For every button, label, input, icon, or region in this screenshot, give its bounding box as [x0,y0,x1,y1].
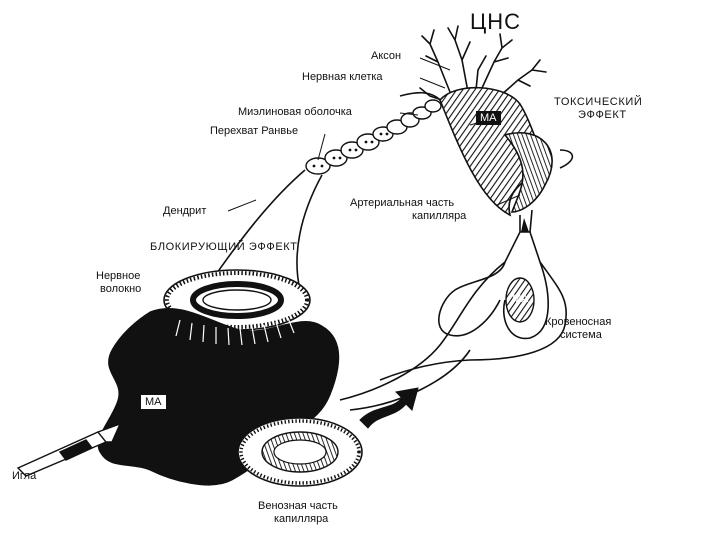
label-dendrite: Дендрит [163,205,207,217]
label-axon: Аксон [371,50,402,62]
needle [16,422,122,477]
label-needle: Игла [12,470,37,482]
capillary-depot [505,277,535,323]
label-venous-line1: Венозная часть [258,500,338,512]
ma-tag-neuron: МА [476,111,501,125]
label-blood-line1: Кровеносная [545,316,612,328]
myelin-nodes [305,99,442,175]
blood-vessels [339,149,574,411]
label-toxic-line2: ЭФФЕКТ [578,109,627,121]
label-toxic-line1: ТОКСИЧЕСКИЙ [554,96,643,108]
ma-tag-capillary: МА [512,293,529,305]
artery-arrow [521,218,529,232]
label-arterial-line2: капилляра [412,210,467,222]
label-ranvier: Перехват Ранвье [210,125,299,137]
label-nerve-fiber-line1: Нервное [96,270,141,282]
title-cns: ЦНС [470,9,522,34]
diffusion-spokes [175,317,295,346]
label-nerve-cell: Нервная клетка [302,71,383,83]
label-blood-line2: система [560,329,602,341]
label-nerve-fiber-line2: волокно [100,283,142,295]
venous-capillary [237,417,363,487]
label-venous-line2: капилляра [274,513,329,525]
arterial-capillary-wrap [503,132,553,213]
dendrite-fiber [211,91,441,291]
label-arterial-line1: Артериальная часть [350,197,455,209]
ma-tag-depot: МА [140,394,167,410]
label-blocking-effect: БЛОКИРУЮЩИЙ ЭФФЕКТ [150,241,298,253]
ranvier-dots [312,132,389,168]
label-myelin: Миэлиновая оболочка [238,106,352,118]
